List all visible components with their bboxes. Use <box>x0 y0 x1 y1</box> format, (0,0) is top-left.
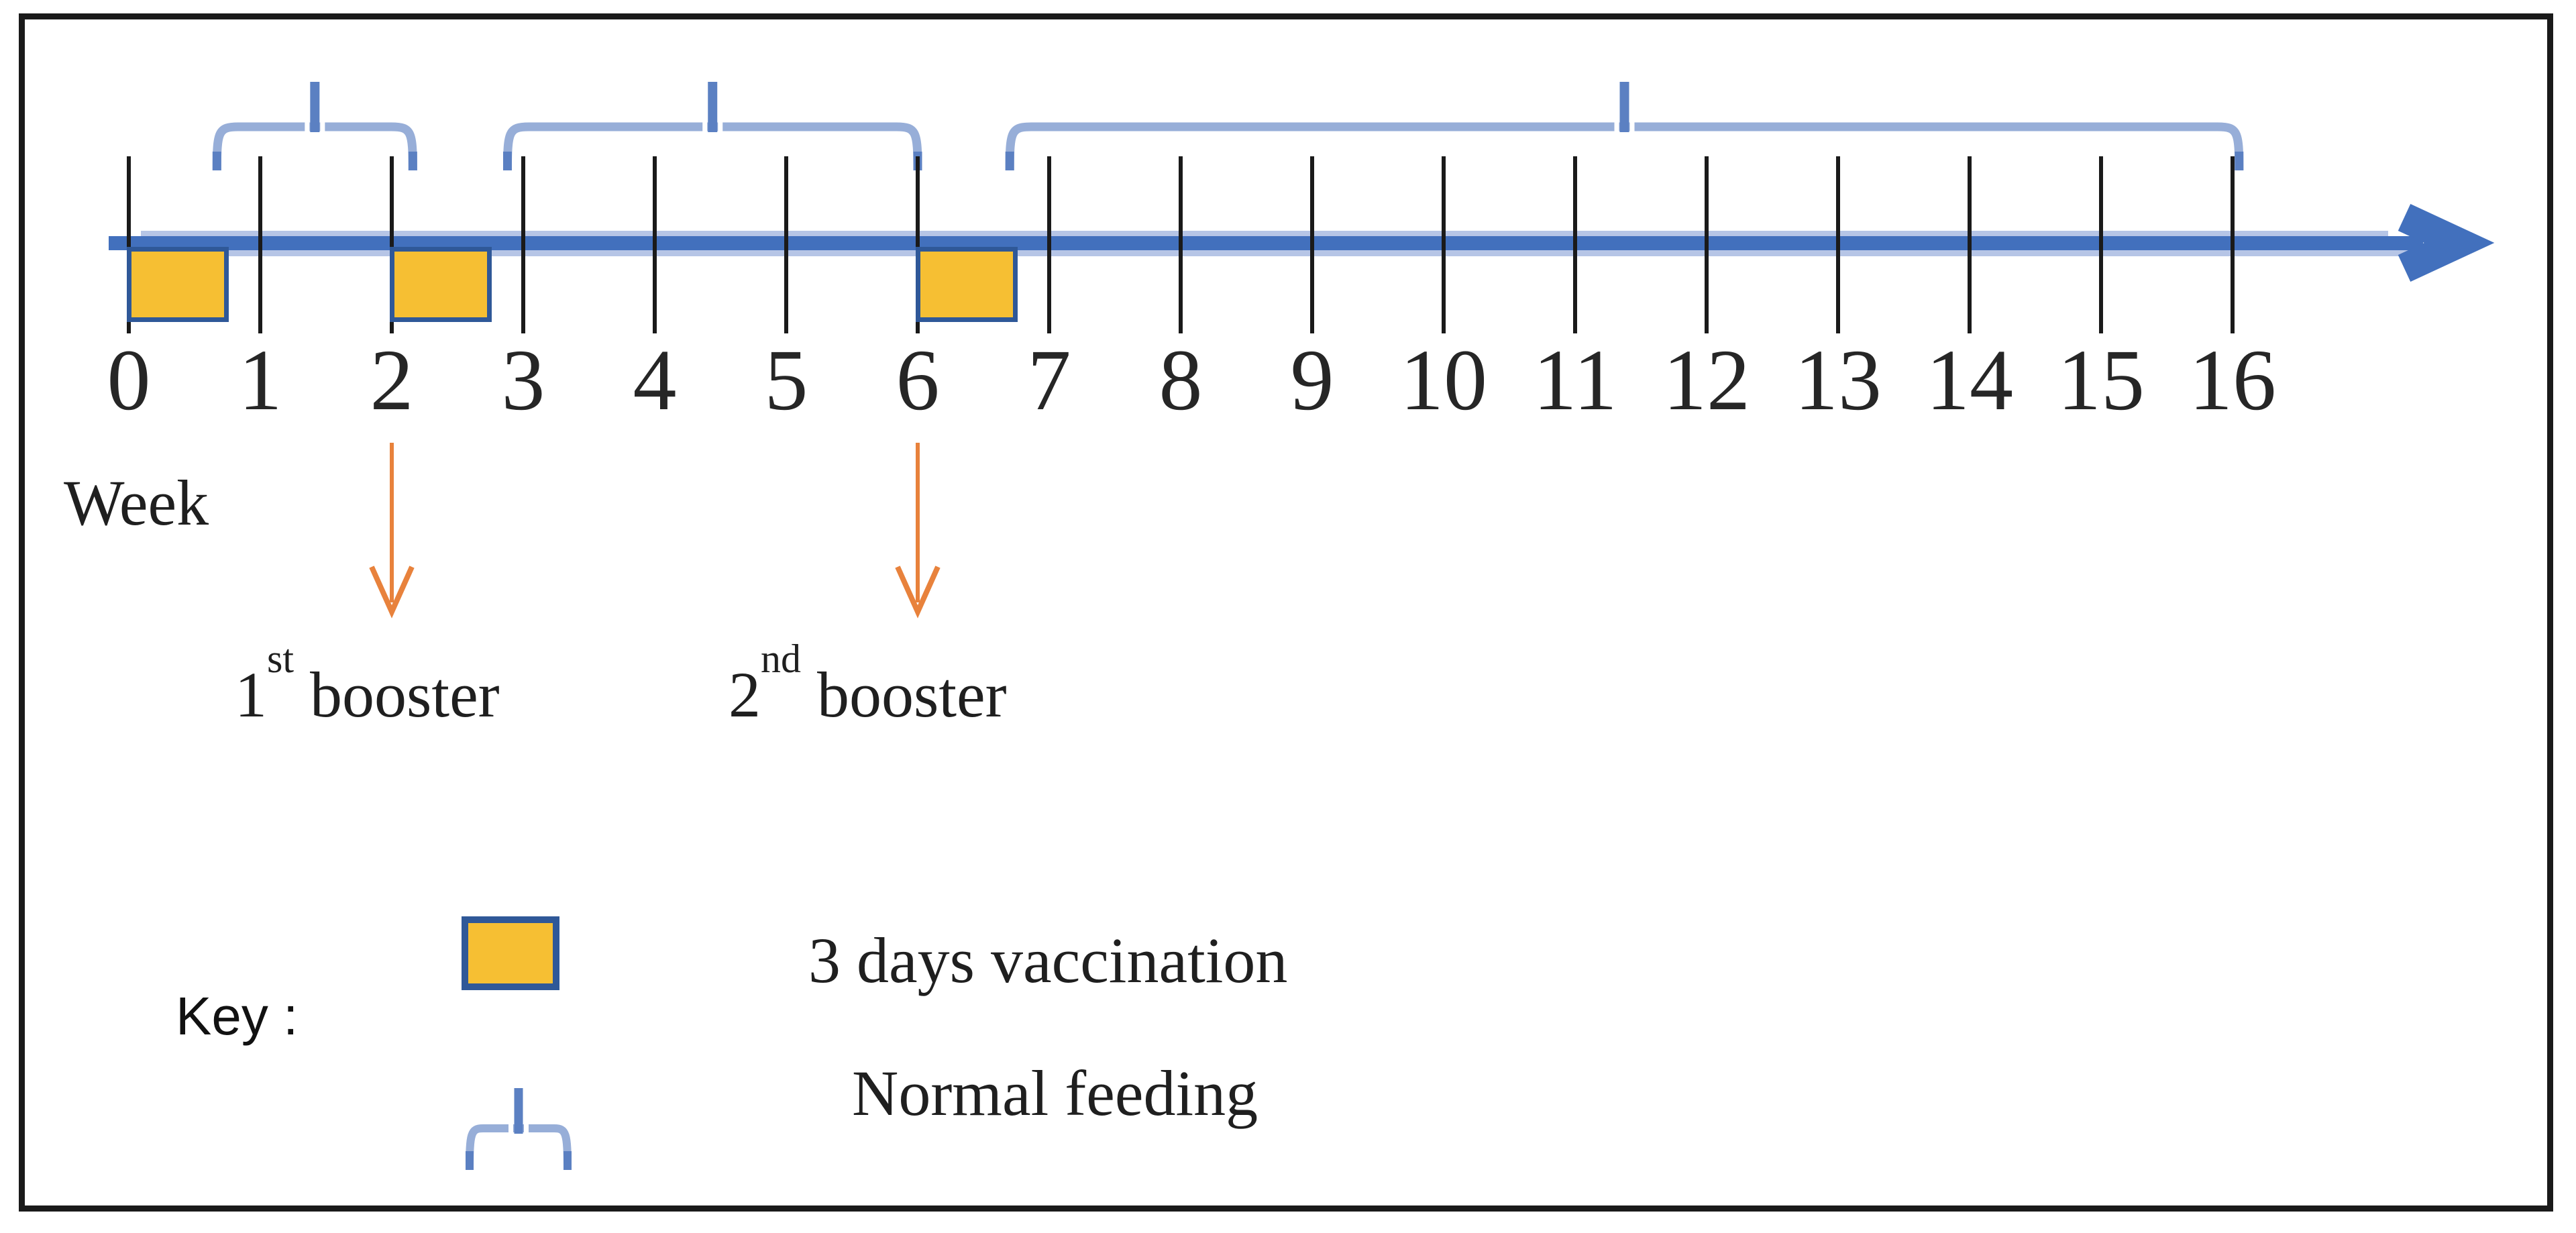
week-number-7: 7 <box>1027 332 1071 429</box>
week-tick-13 <box>1836 156 1840 333</box>
week-number-8: 8 <box>1159 332 1203 429</box>
figure-border <box>19 13 2553 1212</box>
week-number-11: 11 <box>1533 332 1617 429</box>
week-number-4: 4 <box>633 332 677 429</box>
week-tick-10 <box>1442 156 1446 333</box>
feeding-brace-3 <box>1005 82 2244 171</box>
booster-label-text: st <box>267 637 294 681</box>
feeding-brace-1 <box>212 82 417 171</box>
week-tick-6 <box>916 156 920 333</box>
week-number-14: 14 <box>1926 332 2013 429</box>
booster-label-text: booster <box>294 659 500 731</box>
week-tick-5 <box>784 156 788 333</box>
feeding-brace-glyph <box>466 1088 572 1171</box>
week-number-1: 1 <box>238 332 282 429</box>
axis-label-week: Week <box>64 467 209 539</box>
week-number-5: 5 <box>764 332 808 429</box>
week-number-15: 15 <box>2057 332 2145 429</box>
feeding-brace-2 <box>502 82 922 171</box>
week-tick-4 <box>653 156 657 333</box>
week-number-13: 13 <box>1794 332 1882 429</box>
week-number-2: 2 <box>370 332 414 429</box>
key-label-vaccination: 3 days vaccination <box>808 924 1288 996</box>
vaccination-box-icon <box>462 916 559 990</box>
booster-arrow-icon-2 <box>895 443 941 619</box>
week-number-6: 6 <box>896 332 940 429</box>
week-tick-8 <box>1179 156 1183 333</box>
booster-label-text: nd <box>761 637 801 681</box>
booster-label-text: booster <box>801 659 1007 731</box>
week-tick-16 <box>2231 156 2235 333</box>
week-number-10: 10 <box>1400 332 1487 429</box>
week-tick-3 <box>521 156 525 333</box>
week-tick-12 <box>1705 156 1709 333</box>
week-number-9: 9 <box>1290 332 1334 429</box>
week-axis-arrow <box>109 204 2495 282</box>
week-tick-7 <box>1047 156 1051 333</box>
axis-halo-top <box>141 231 2388 236</box>
booster-label-1: 1st booster <box>235 639 500 727</box>
week-tick-14 <box>1968 156 1972 333</box>
vaccination-box-week-2 <box>390 247 492 322</box>
week-number-12: 12 <box>1663 332 1750 429</box>
week-tick-11 <box>1573 156 1577 333</box>
booster-arrow-icon-1 <box>369 443 415 619</box>
week-tick-15 <box>2099 156 2103 333</box>
week-tick-0 <box>127 156 131 333</box>
week-tick-1 <box>258 156 262 333</box>
normal-feeding-braces <box>212 82 2244 171</box>
axis-line <box>109 236 2423 250</box>
week-number-16: 16 <box>2189 332 2276 429</box>
week-tick-9 <box>1310 156 1314 333</box>
feeding-brace-icon <box>466 1088 572 1171</box>
booster-arrows <box>369 443 941 619</box>
booster-label-text: 1 <box>235 659 267 731</box>
key-label-feeding: Normal feeding <box>852 1057 1258 1129</box>
vaccination-box-week-0 <box>127 247 229 322</box>
week-number-0: 0 <box>107 332 151 429</box>
booster-label-2: 2nd booster <box>729 639 1007 727</box>
axis-halo-bottom <box>154 250 2415 256</box>
axis-arrowhead-icon <box>2398 204 2495 282</box>
week-number-3: 3 <box>501 332 545 429</box>
week-tick-2 <box>390 156 394 333</box>
booster-label-text: 2 <box>729 659 761 731</box>
key-title: Key : <box>176 986 299 1046</box>
vaccination-box-week-6 <box>916 247 1018 322</box>
